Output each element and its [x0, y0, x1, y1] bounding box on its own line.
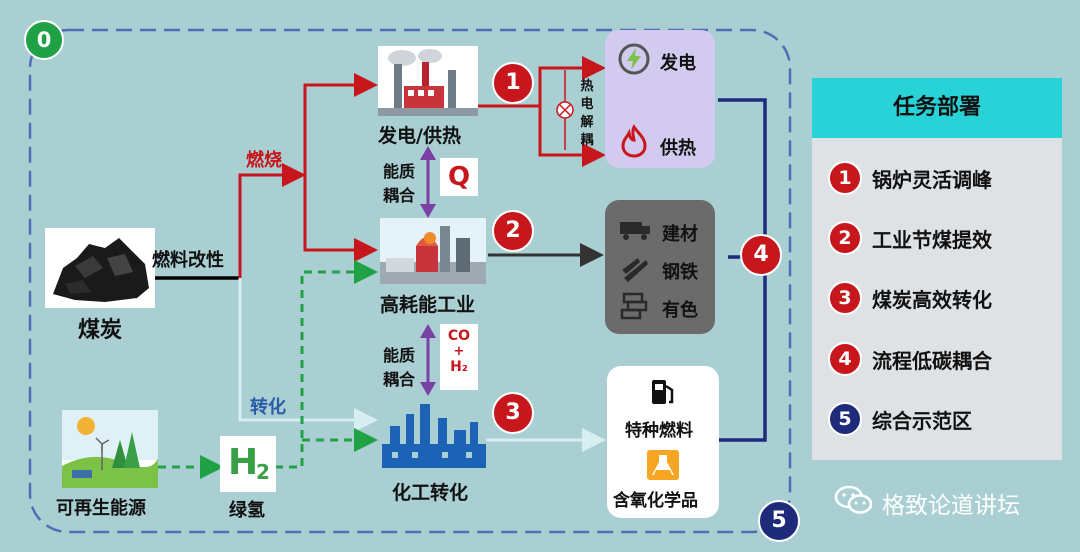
- coupling-label-lower-2: 耦合: [383, 370, 416, 389]
- decouple-text: 热电解耦: [580, 79, 594, 148]
- power-heat-label: 发电/供热: [378, 125, 461, 147]
- steel-icon: [622, 258, 648, 282]
- green-h2-label: 绿氢: [229, 500, 265, 521]
- nonferrous-icon: [620, 292, 648, 320]
- special-fuel-label: 特种燃料: [625, 421, 693, 441]
- task-item-5: 5 综合示范区: [822, 393, 1060, 445]
- task-label-5: 综合示范区: [872, 409, 972, 433]
- task-badge-5: 5: [828, 402, 862, 436]
- coal-label: 煤炭: [78, 318, 123, 343]
- renewable-label: 可再生能源: [56, 498, 146, 519]
- oxygenated-label: 含氧化学品: [613, 491, 698, 511]
- coal-icon: [45, 228, 155, 308]
- badge-five: 5: [758, 500, 800, 542]
- task-panel-header: 任务部署: [812, 78, 1062, 138]
- transform-label: 转化: [250, 397, 286, 418]
- badge-four: 4: [740, 234, 782, 276]
- zone-boundary: [28, 28, 792, 534]
- coupling-label-upper-1: 能质: [383, 162, 416, 181]
- task-badge-3: 3: [828, 281, 862, 315]
- task-label-2: 工业节煤提效: [872, 228, 992, 252]
- power-label: 发电: [660, 53, 696, 74]
- task-label-4: 流程低碳耦合: [872, 349, 992, 373]
- arrow-to-power: [538, 56, 606, 106]
- building-material-icon: [620, 222, 650, 240]
- co-h2-box: CO + H₂: [440, 324, 478, 390]
- fuel-pump-icon: [652, 380, 674, 404]
- arrow-h2-up: [275, 260, 378, 469]
- watermark-text: 格致论道讲坛: [882, 493, 1020, 519]
- badge-zero: 0: [24, 20, 64, 60]
- materials-label: 建材: [662, 224, 698, 245]
- power-plant-icon: [378, 46, 478, 116]
- badge-two: 2: [492, 210, 534, 252]
- task-item-1: 1 锅炉灵活调峰: [822, 152, 1060, 204]
- power-icon: [618, 43, 650, 75]
- flask-icon: [647, 450, 679, 480]
- fuel-modify-label: 燃料改性: [152, 250, 224, 271]
- arrow-burn-to-power: [303, 73, 378, 175]
- arrow-burn-to-industry: [303, 175, 378, 262]
- task-item-2: 2 工业节煤提效: [822, 212, 1060, 264]
- renewable-icon: [62, 410, 158, 488]
- industry-icon: [380, 218, 486, 284]
- green-h2-icon: H 2: [220, 436, 276, 492]
- heat-icon: [621, 124, 647, 158]
- coupling-label-lower-1: 能质: [383, 346, 416, 365]
- burn-label: 燃烧: [246, 150, 282, 171]
- task-label-1: 锅炉灵活调峰: [872, 168, 992, 192]
- industry-label: 高耗能工业: [380, 294, 476, 316]
- arrow-to-heat: [538, 106, 606, 167]
- chemical-plant-icon: [382, 404, 486, 468]
- task-label-3: 煤炭高效转化: [872, 288, 992, 312]
- task-panel-title: 任务部署: [892, 95, 981, 120]
- heat-label: 供热: [660, 138, 696, 159]
- wechat-icon: [834, 485, 873, 514]
- badge-one: 1: [492, 62, 534, 104]
- task-item-4: 4 流程低碳耦合: [822, 333, 1060, 385]
- chemical-label: 化工转化: [392, 482, 469, 504]
- coupling-label-upper-2: 耦合: [383, 186, 416, 205]
- badge-three: 3: [492, 392, 534, 434]
- task-badge-2: 2: [828, 221, 862, 255]
- task-panel: 任务部署: [812, 78, 1062, 460]
- task-badge-1: 1: [828, 161, 862, 195]
- arrow-convert-branch: [238, 278, 378, 432]
- steel-label: 钢铁: [662, 262, 698, 283]
- arrow-burn-branch: [238, 163, 306, 278]
- task-item-3: 3 煤炭高效转化: [822, 272, 1060, 324]
- nonferrous-label: 有色: [662, 300, 698, 321]
- task-badge-4: 4: [828, 342, 862, 376]
- q-box: Q: [440, 158, 478, 196]
